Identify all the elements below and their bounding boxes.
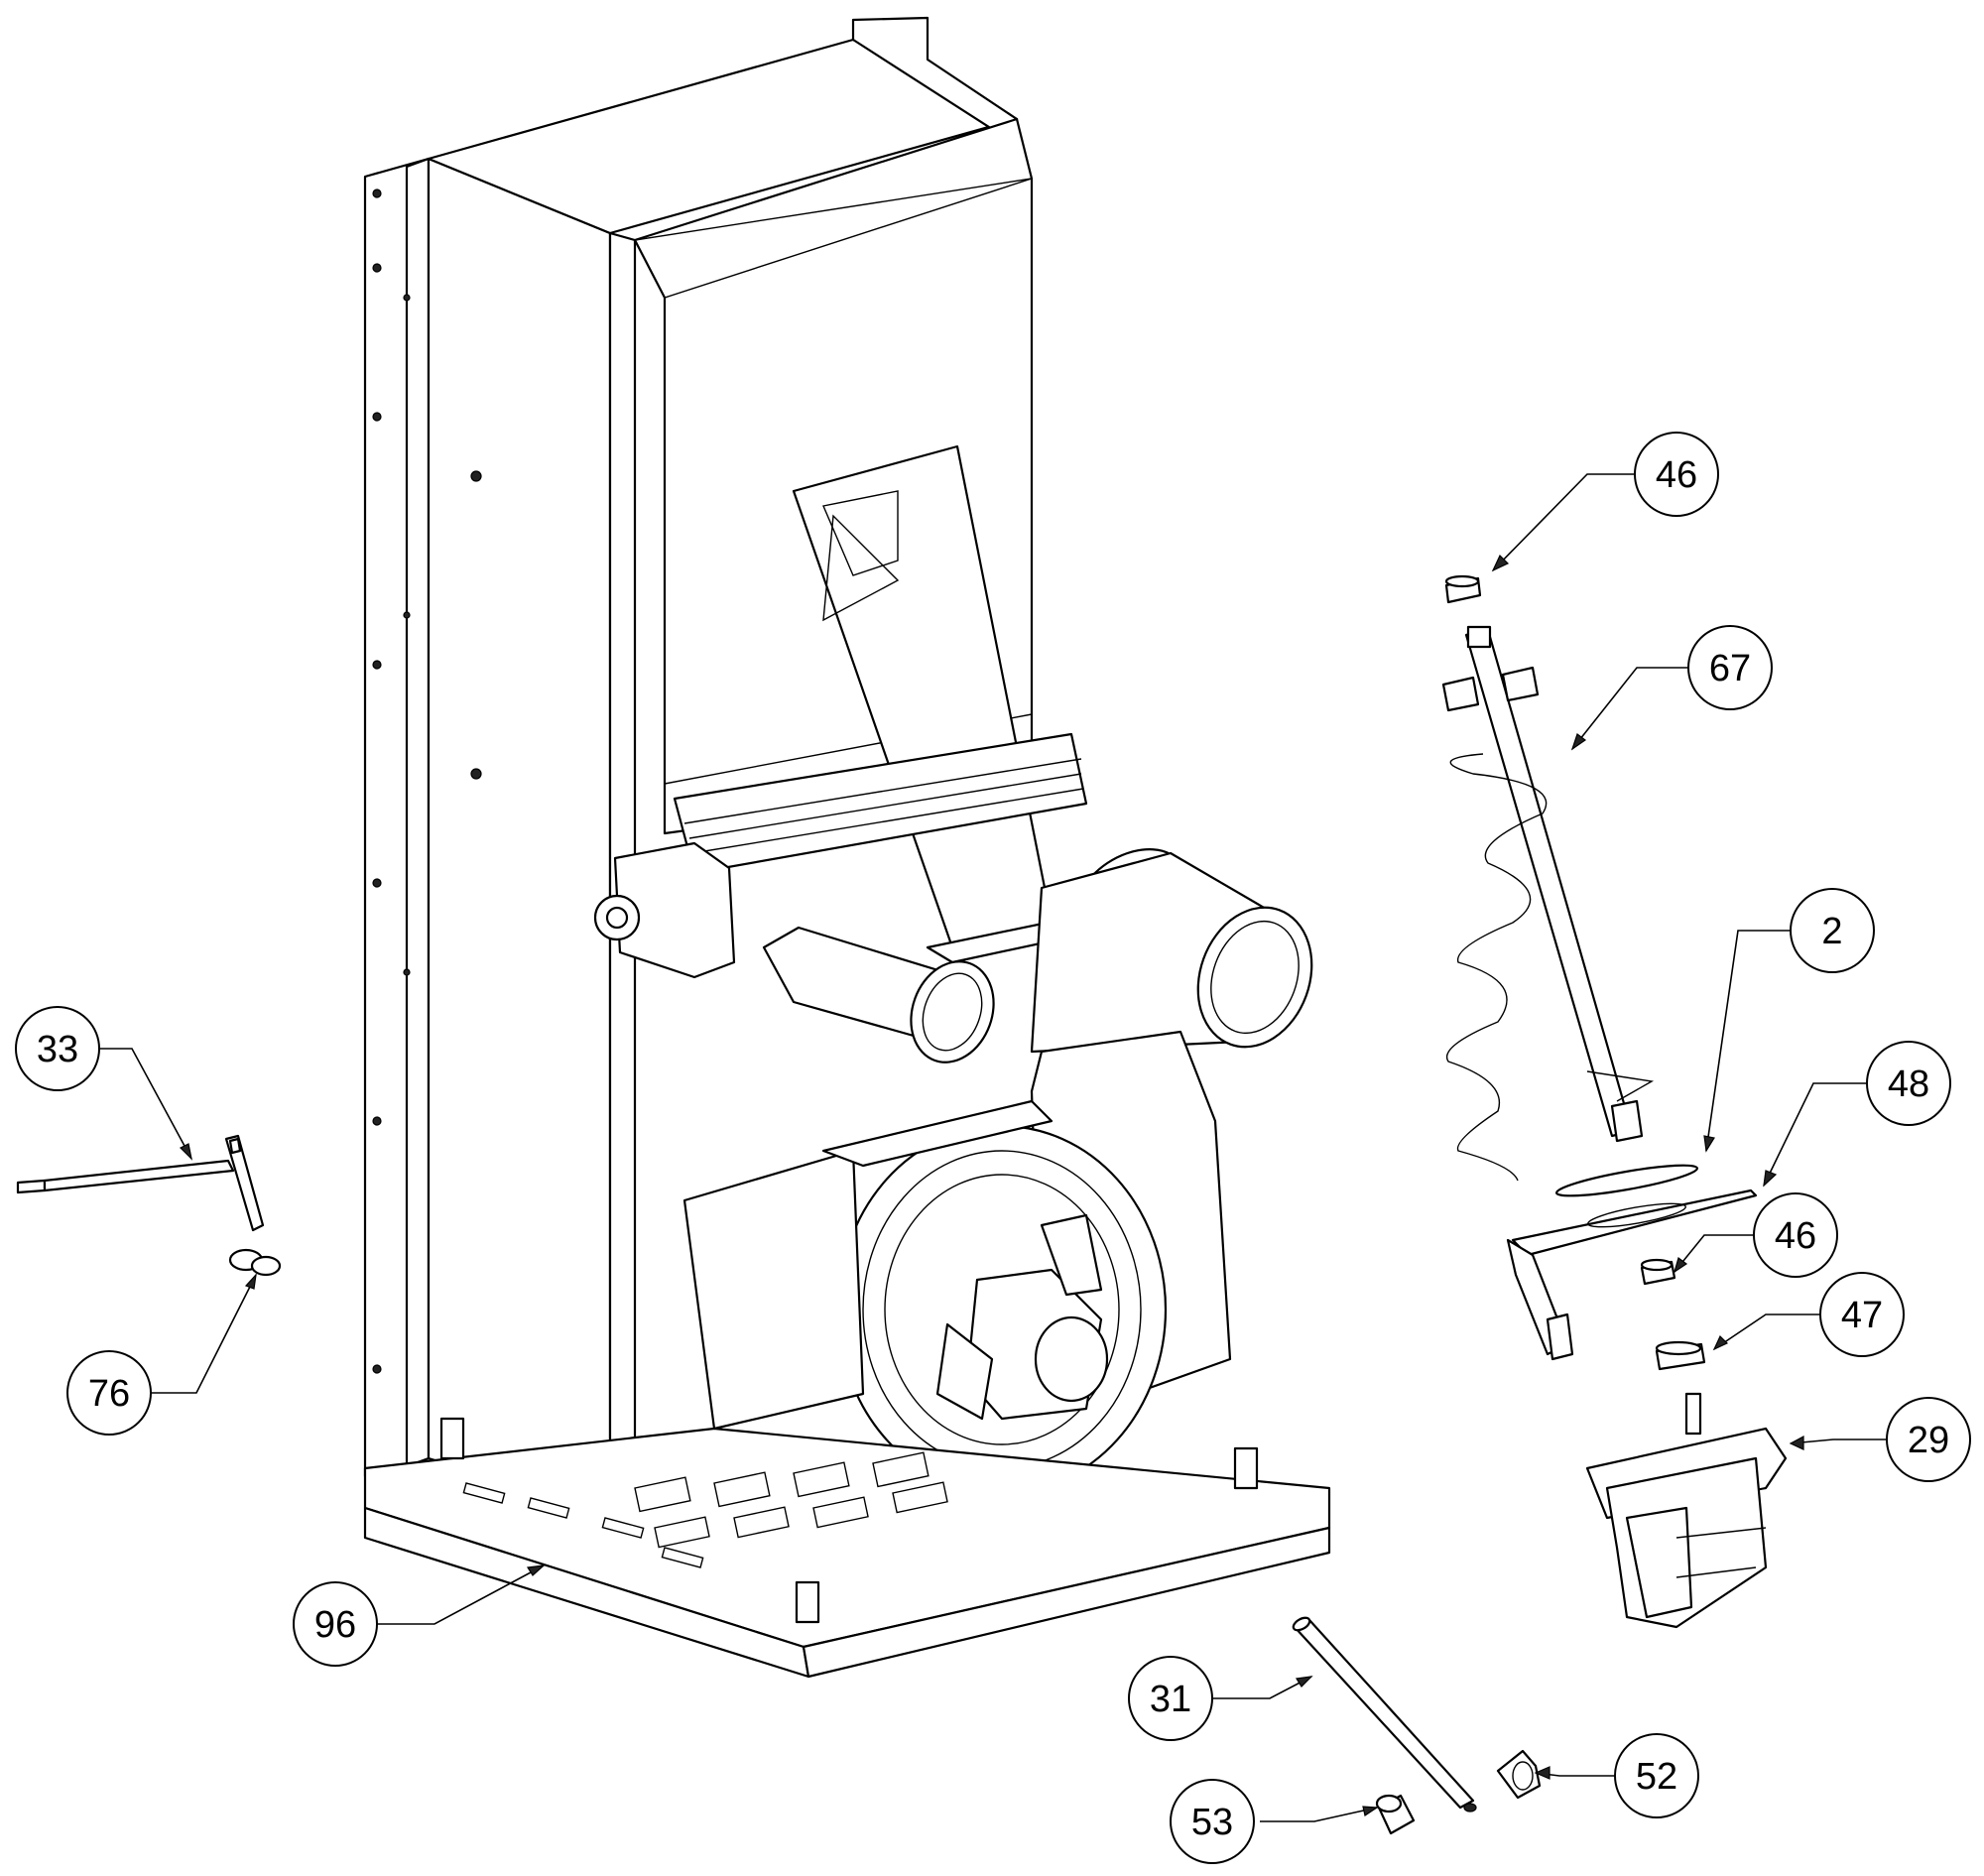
callout-48: 48 [1866, 1041, 1951, 1126]
bushing-46-top [1444, 574, 1482, 604]
callout-label: 76 [88, 1373, 130, 1415]
callout-label: 48 [1888, 1063, 1929, 1105]
callout-2: 2 [1790, 888, 1875, 973]
bushing-46-lower [1640, 1258, 1676, 1286]
callout-label: 46 [1775, 1215, 1816, 1257]
callout-label: 33 [37, 1029, 78, 1070]
leader-lines [99, 473, 1887, 1822]
gear-motor-29 [1585, 1392, 1788, 1629]
callout-53: 53 [1170, 1779, 1255, 1864]
plate-disc-2 [1554, 1164, 1699, 1197]
auger-screw-67 [1441, 625, 1655, 1182]
bracket-48 [1506, 1188, 1758, 1361]
callout-label: 29 [1908, 1420, 1949, 1461]
callout-label: 46 [1656, 454, 1697, 496]
callout-31: 31 [1128, 1656, 1213, 1741]
callout-96: 96 [293, 1581, 378, 1667]
knob-76 [228, 1248, 282, 1277]
callout-label: 52 [1636, 1756, 1677, 1798]
callout-label: 2 [1821, 911, 1842, 952]
callout-76: 76 [66, 1350, 152, 1436]
stove-body [363, 16, 1331, 1679]
callout-52: 52 [1614, 1733, 1699, 1818]
spacer-47 [1655, 1340, 1706, 1371]
callout-label: 96 [314, 1604, 356, 1646]
probe-33 [16, 1134, 265, 1232]
rod-31 [1292, 1616, 1477, 1813]
callout-label: 53 [1191, 1802, 1233, 1843]
callout-label: 47 [1841, 1295, 1883, 1336]
sleeve-53 [1375, 1794, 1416, 1835]
callout-label: 31 [1150, 1679, 1191, 1720]
clip-52 [1496, 1749, 1542, 1800]
callout-67: 67 [1687, 625, 1773, 710]
callout-46-lower: 46 [1753, 1192, 1838, 1278]
callout-46-top: 46 [1634, 432, 1719, 517]
callout-29: 29 [1886, 1397, 1971, 1482]
callout-33: 33 [15, 1006, 100, 1091]
callout-47: 47 [1819, 1272, 1905, 1357]
callout-label: 67 [1709, 648, 1751, 689]
